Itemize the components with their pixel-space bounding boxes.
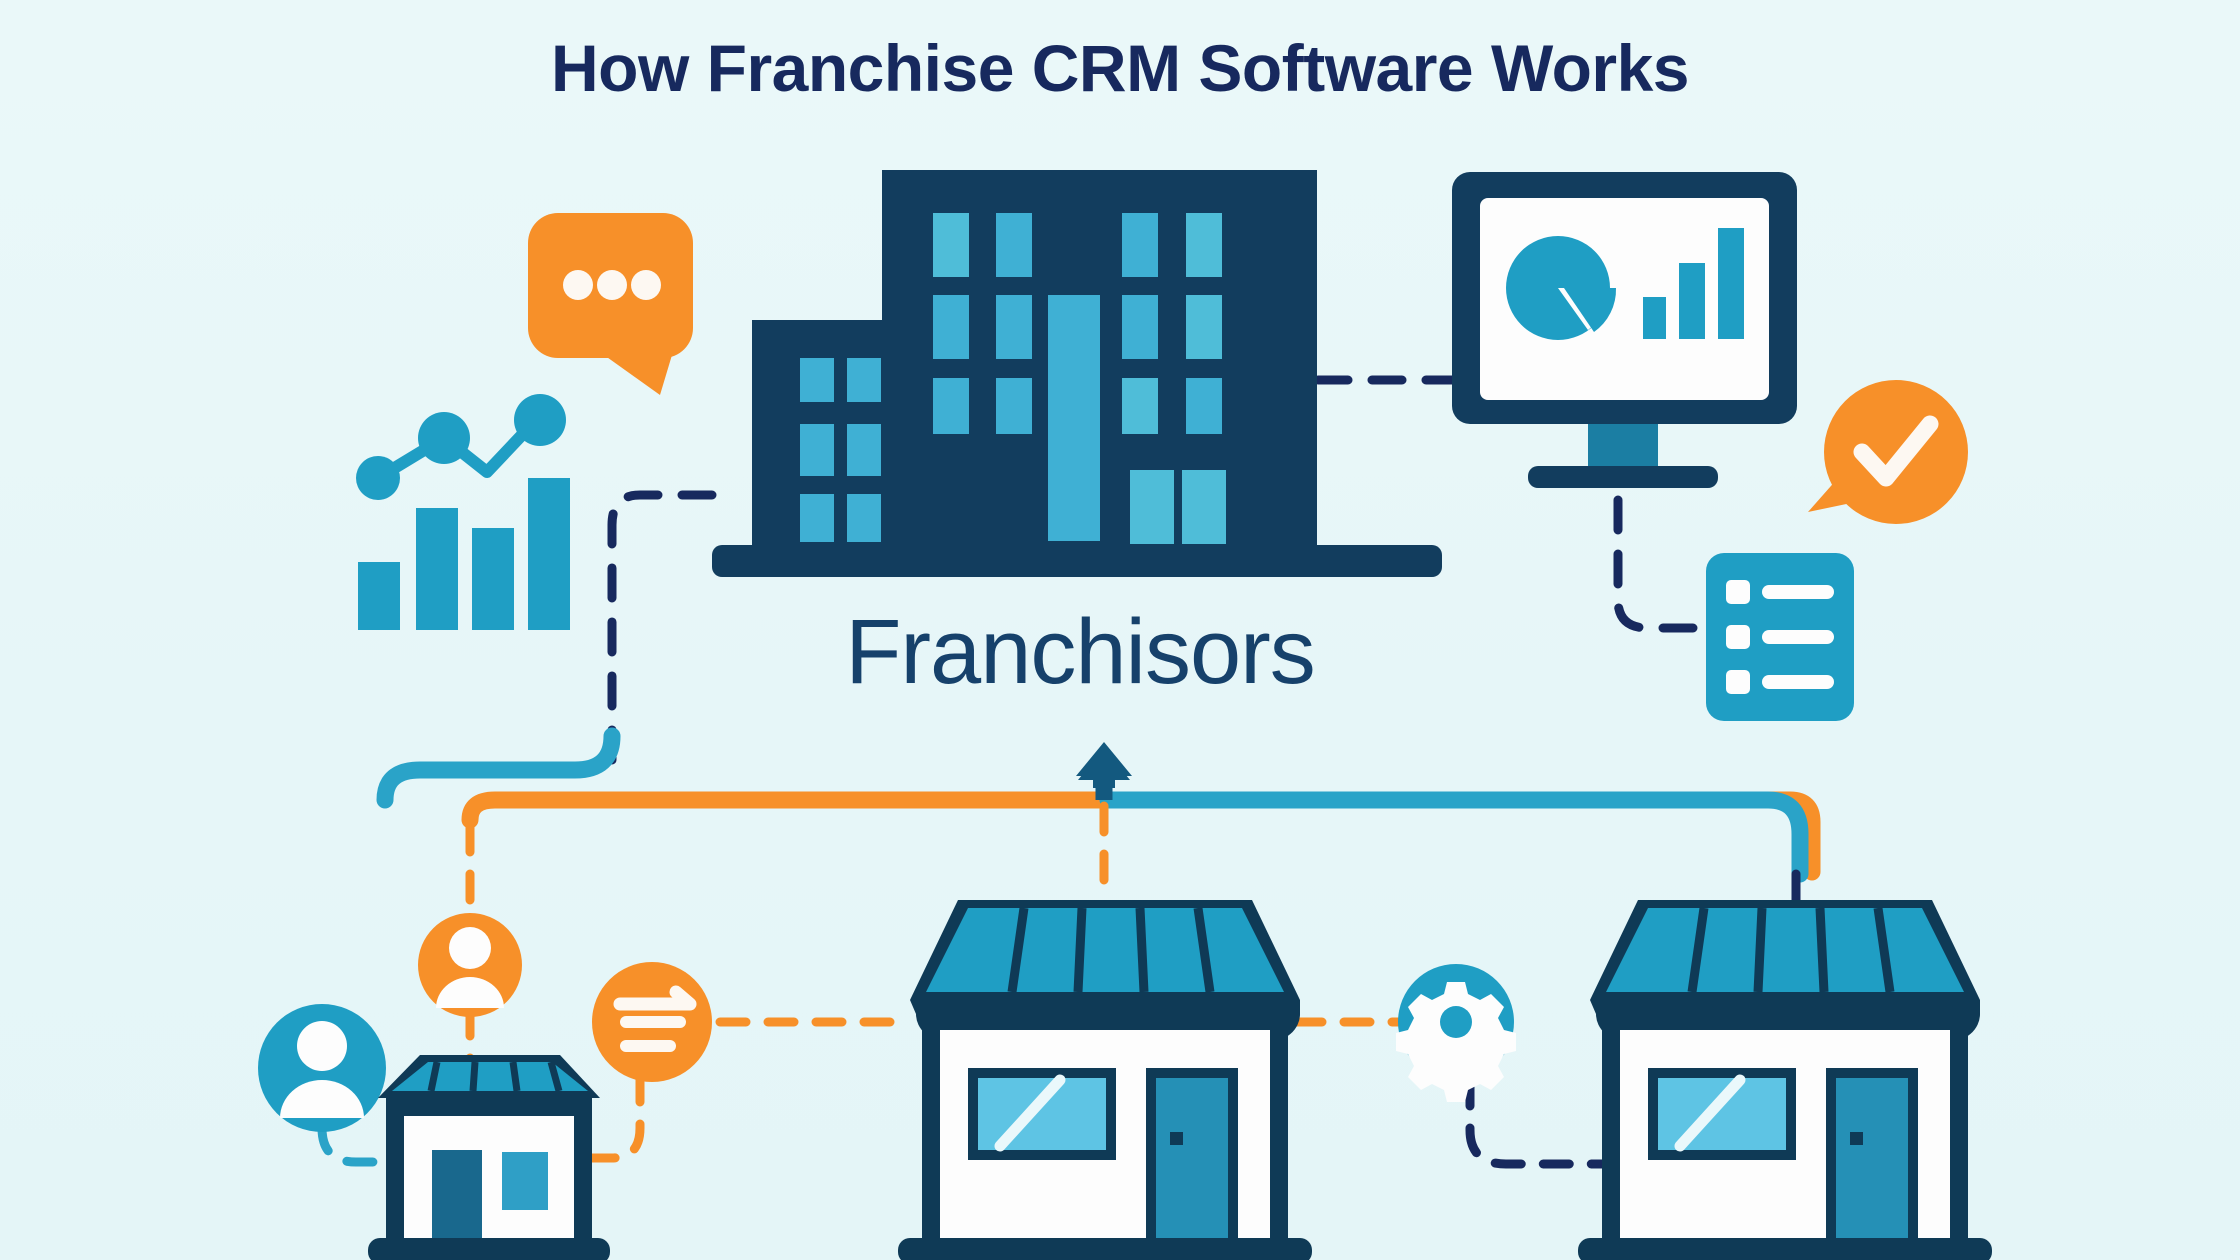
connector-building-to-chart [607, 490, 717, 767]
document-list-icon [592, 962, 712, 1082]
checklist-icon [1706, 553, 1854, 721]
connector-orange-dashed-doc-left [551, 1023, 645, 1163]
check-bubble-icon [1808, 380, 1968, 524]
storefront-center [898, 900, 1312, 1260]
page-title: How Franchise CRM Software Works [550, 31, 1690, 105]
connector-orange-bus [461, 791, 1821, 881]
connector-up-arrow-to-franchisors [1076, 742, 1132, 800]
chat-bubble-icon [528, 213, 693, 395]
gear-settings-icon [1396, 964, 1516, 1102]
connector-teal-bus-left [376, 727, 621, 809]
storefront-right [1578, 900, 1992, 1260]
connector-navy-dashed-right [1465, 1075, 1611, 1169]
user-teal-icon [258, 1004, 386, 1132]
connector-teal-bus-right [1099, 791, 1809, 883]
bar-chart-growth-icon [356, 394, 570, 630]
user-orange-icon [418, 913, 522, 1017]
office-building-icon [712, 170, 1442, 577]
storefront-small-left [368, 1055, 610, 1260]
analytics-monitor-icon [1452, 172, 1797, 488]
franchisors-label: Franchisors [845, 601, 1316, 703]
connector-monitor-to-checklist [1613, 495, 1711, 633]
